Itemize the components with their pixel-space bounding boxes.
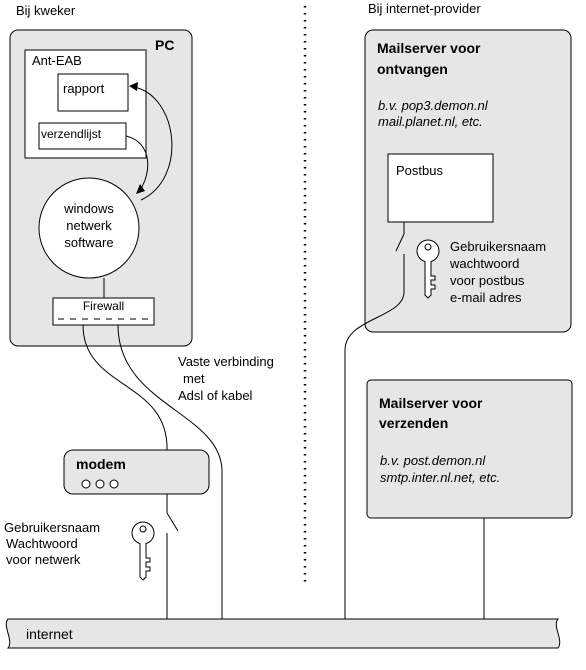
send-server-example: b.v. post.demon.nl xyxy=(380,453,486,468)
arrow-software-to-report xyxy=(133,86,173,201)
modem-light xyxy=(81,479,91,489)
receive-server-title: ontvangen xyxy=(377,61,448,77)
mailbox-credential: Gebruikersnaam xyxy=(450,239,547,254)
send-server-box xyxy=(366,379,573,519)
network-software-circle xyxy=(38,177,140,279)
connection-line: Vaste verbinding xyxy=(178,354,274,369)
arrowhead-software xyxy=(136,184,145,194)
internet-label: internet xyxy=(26,626,73,642)
arrow-list-to-software xyxy=(125,135,149,191)
receive-server-example: mail.planet.nl, etc. xyxy=(378,114,483,129)
firewall-box xyxy=(52,297,155,326)
firewall-label: Firewall xyxy=(82,299,125,313)
software-line: netwerk xyxy=(66,218,112,233)
key-icon xyxy=(416,239,440,299)
send-server-title: Mailserver voor xyxy=(379,395,483,411)
mailbox-credential: wachtwoord xyxy=(450,256,520,271)
receive-server-cable xyxy=(344,291,405,619)
mailbox-label: Postbus xyxy=(396,163,443,178)
cable-to-modem xyxy=(82,324,168,453)
software-line: windows xyxy=(64,201,114,216)
mailbox-credential: e-mail adres xyxy=(450,290,522,305)
modem-title: modem xyxy=(76,456,126,472)
send-server-title: verzenden xyxy=(379,415,449,431)
report-box xyxy=(57,73,129,112)
modem-switch xyxy=(166,512,179,532)
software-line: software xyxy=(64,235,114,250)
mailing-list-box xyxy=(38,122,127,150)
pc-title: PC xyxy=(155,37,175,53)
key-icon xyxy=(131,521,155,581)
arrowhead-report xyxy=(129,82,138,91)
report-label: rapport xyxy=(63,81,105,96)
connection-line: met xyxy=(183,371,205,386)
left-section-title: Bij kweker xyxy=(16,3,76,18)
right-section-title: Bij internet-provider xyxy=(368,1,481,16)
ant-eab-label: Ant-EAB xyxy=(32,53,82,68)
receive-server-title: Mailserver voor xyxy=(377,40,481,56)
modem-light xyxy=(95,479,105,489)
modem-credential: Gebruikersnaam xyxy=(4,520,101,535)
mailbox-credential: voor postbus xyxy=(450,273,525,288)
mailbox-box xyxy=(387,153,494,223)
modem-light xyxy=(109,479,119,489)
modem-credential: voor netwerk xyxy=(6,552,81,567)
mailbox-switch xyxy=(395,233,405,252)
cable-to-internet xyxy=(117,324,223,619)
send-server-example: smtp.inter.nl.net, etc. xyxy=(380,470,501,485)
internet-bar xyxy=(5,618,561,649)
mailing-list-label: verzendlijst xyxy=(41,127,102,141)
connection-line: Adsl of kabel xyxy=(178,388,253,403)
modem-credential: Wachtwoord xyxy=(6,536,78,551)
receive-server-example: b.v. pop3.demon.nl xyxy=(378,98,488,113)
